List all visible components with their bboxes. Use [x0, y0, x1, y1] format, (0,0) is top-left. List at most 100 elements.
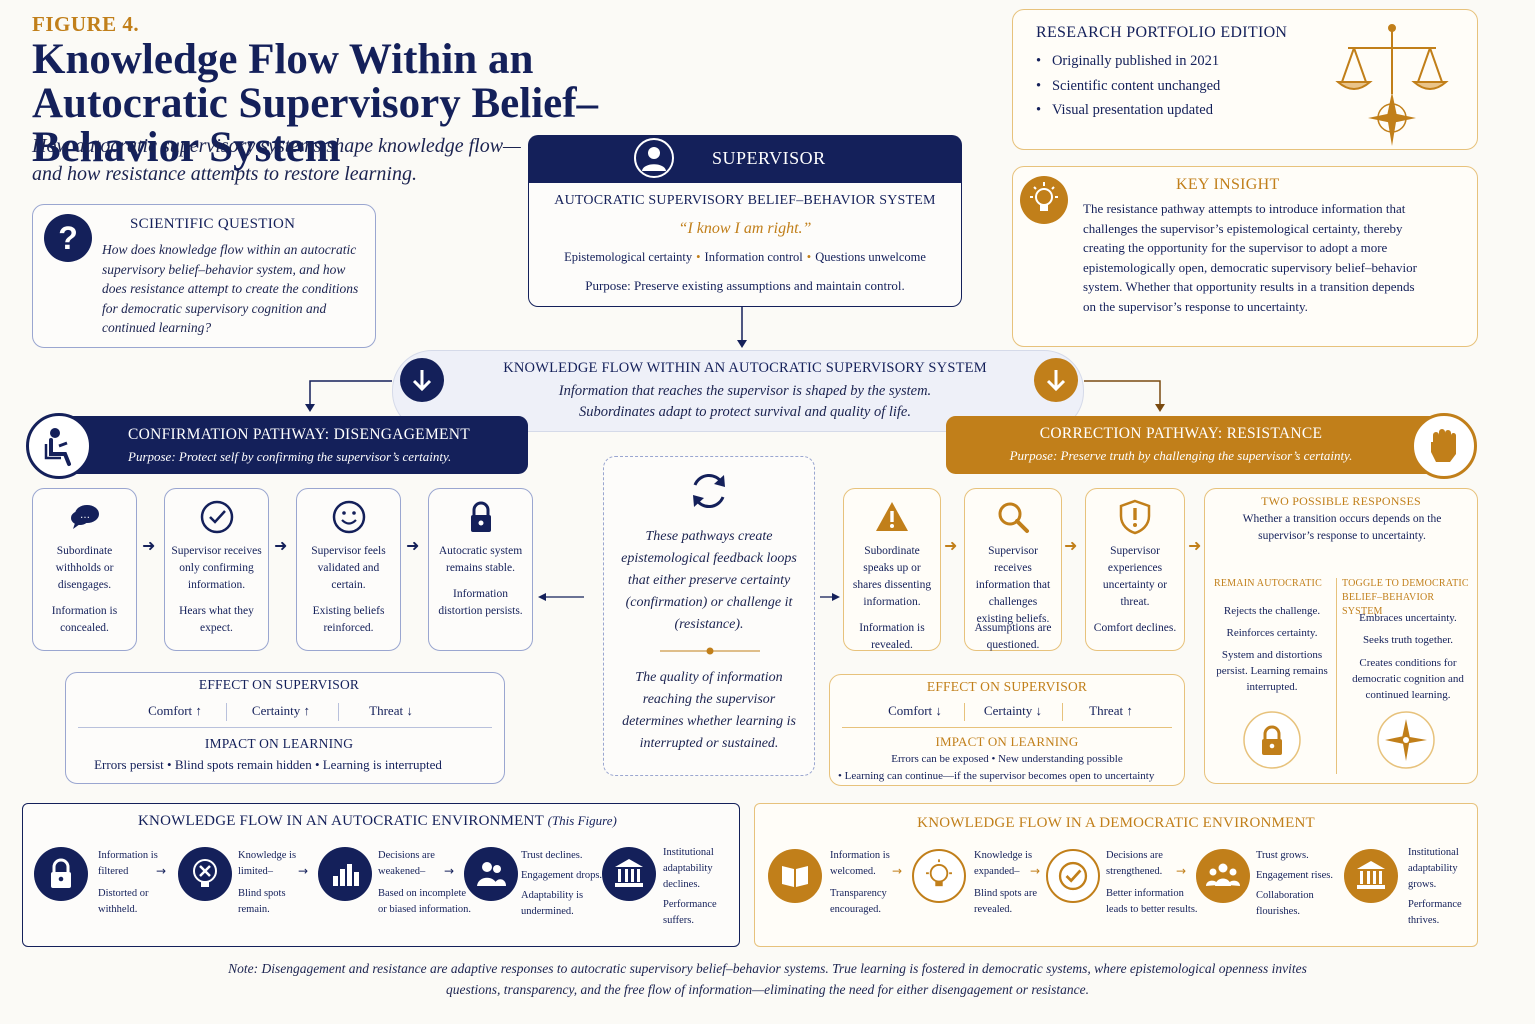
resistance-step: Subordinate speaks up or shares dissenti…	[843, 488, 941, 651]
env-item: Information is welcomed.Transparency enc…	[830, 850, 890, 915]
effect-title: EFFECT ON SUPERVISOR	[926, 679, 1088, 694]
confirmation-title: CONFIRMATION PATHWAY: DISENGAGEMENT	[128, 426, 471, 443]
learning-title: IMPACT ON LEARNING	[935, 734, 1079, 749]
resistance-effect-card: EFFECT ON SUPERVISOR Comfort ↓ Certainty…	[829, 674, 1185, 786]
env-item: Institutional adaptability grows.Perform…	[1408, 847, 1462, 926]
effect-comfort: Comfort ↓	[888, 703, 942, 718]
seated-person-icon	[26, 413, 92, 479]
key-insight-title: KEY INSIGHT	[1176, 176, 1280, 193]
step-subtext: Comfort declines.	[1093, 622, 1177, 634]
arrow-down-icon	[400, 358, 444, 402]
step-text: Subordinate speaks up or shares dissenti…	[852, 545, 932, 608]
portfolio-item: • Originally published in 2021	[1036, 53, 1220, 69]
ornament-divider	[660, 647, 760, 655]
democratic-env-title: KNOWLEDGE FLOW IN A DEMOCRATIC ENVIRONME…	[917, 815, 1315, 831]
feedback-loop-card	[603, 456, 815, 776]
env-item: Decisions are strengthened.Better inform…	[1106, 850, 1198, 915]
flow-arrow: ➜	[406, 536, 420, 555]
figure-label: FIGURE 4.	[32, 12, 140, 36]
person-icon	[634, 138, 674, 178]
step-subtext: Information is revealed.	[859, 622, 925, 651]
confirmation-effect-card: EFFECT ON SUPERVISOR Comfort ↑ Certainty…	[65, 672, 505, 784]
effect-title: EFFECT ON SUPERVISOR	[198, 677, 360, 692]
speech-bubble-icon: …	[70, 505, 99, 529]
institution-icon	[602, 847, 656, 901]
confirmation-step: Autocratic system remains stable. Inform…	[428, 488, 533, 651]
lock-icon	[1243, 711, 1301, 769]
env-item: Decisions are weakened–Based on incomple…	[378, 850, 472, 915]
divider	[964, 703, 965, 721]
raised-fist-icon	[1411, 413, 1477, 479]
resistance-step: Supervisor receives information that cha…	[964, 488, 1062, 651]
effect-threat: Threat ↑	[1089, 703, 1133, 718]
trait-item: Epistemological certainty	[564, 250, 693, 264]
response-item: Rejects the challenge.	[1223, 605, 1321, 617]
confirmation-step: Supervisor feels validated and certain. …	[296, 488, 401, 651]
learning-text: • Learning can continue—if the superviso…	[838, 770, 1155, 782]
question-mark-icon: ?	[44, 214, 92, 262]
page-title: Knowledge Flow Within an Autocratic Supe…	[32, 36, 599, 171]
smiley-icon	[332, 500, 365, 534]
step-text: Supervisor feels validated and certain.	[311, 545, 386, 591]
column-divider	[1336, 578, 1337, 774]
learning-text: Errors can be exposed • New understandin…	[891, 753, 1123, 765]
divider	[226, 703, 227, 721]
env-item: Institutional adaptability declines.Perf…	[663, 847, 717, 926]
divider	[78, 727, 492, 728]
toggle-democratic-title: TOGGLE TO DEMOCRATIC BELIEF–BEHAVIOR SYS…	[1342, 578, 1469, 617]
divider	[1062, 703, 1063, 721]
effect-threat: Threat ↓	[369, 703, 413, 718]
lock-icon	[470, 501, 491, 532]
research-portfolio-title: RESEARCH PORTFOLIO EDITION	[1036, 24, 1288, 41]
information-quality-text: The quality of information reaching the …	[622, 670, 796, 751]
response-item: Creates conditions for democratic cognit…	[1352, 657, 1464, 701]
lightbulb-x-icon	[178, 847, 232, 901]
effect-certainty: Certainty ↑	[251, 703, 311, 718]
supervisor-label: SUPERVISOR	[712, 148, 826, 168]
flow-arrow: ➜	[142, 536, 156, 555]
lightbulb-icon	[1020, 176, 1068, 224]
flow-arrow: ➜	[1064, 536, 1078, 555]
effect-comfort: Comfort ↑	[148, 703, 202, 718]
two-responses-title: TWO POSSIBLE RESPONSES	[1261, 494, 1421, 508]
learning-title: IMPACT ON LEARNING	[204, 736, 354, 751]
resistance-banner	[946, 416, 1476, 474]
step-text: Supervisor receives only confirming info…	[171, 545, 262, 591]
step-subtext: Information is concealed.	[51, 605, 118, 634]
flow-arrow: →	[298, 864, 309, 878]
step-subtext: Information distortion persists.	[438, 588, 523, 617]
supervisor-traits: Epistemological certainty•Information co…	[564, 250, 926, 264]
lightbulb-icon	[912, 849, 966, 903]
figure-note: Note: Disengagement and resistance are a…	[228, 961, 1307, 997]
supervisor-body	[528, 183, 962, 307]
confirmation-banner	[28, 416, 528, 474]
compass-star-icon	[1377, 711, 1435, 769]
flow-arrow: →	[892, 864, 903, 878]
research-portfolio-card	[1012, 9, 1478, 150]
two-responses-desc: Whether a transition occurs depends on t…	[1242, 513, 1442, 542]
flow-arrow: →	[444, 864, 455, 878]
bar-chart-icon	[318, 847, 372, 901]
scales-compass-icon	[1335, 24, 1449, 146]
people-icon	[464, 847, 518, 901]
scientific-question-title: SCIENTIFIC QUESTION	[130, 216, 296, 232]
env-item: Trust declines.Engagement drops.Adaptabi…	[521, 850, 603, 917]
warning-icon	[876, 502, 908, 531]
resistance-purpose: Purpose: Preserve truth by challenging t…	[1009, 448, 1353, 463]
portfolio-item: • Visual presentation updated	[1036, 102, 1213, 118]
trait-item: Information control	[704, 250, 803, 264]
resistance-step: Supervisor experiences uncertainty or th…	[1085, 488, 1185, 651]
flow-arrow: ➜	[274, 536, 288, 555]
response-item: System and distortions persist. Learning…	[1216, 649, 1328, 693]
portfolio-item: • Scientific content unchanged	[1036, 78, 1221, 94]
knowledge-flow-title: KNOWLEDGE FLOW WITHIN AN AUTOCRATIC SUPE…	[503, 360, 987, 376]
arrow-down-icon	[1034, 358, 1078, 402]
supervisor-quote: “I know I am right.”	[678, 220, 812, 237]
response-item: Reinforces certainty.	[1226, 627, 1318, 639]
page-subtitle: How autocratic supervisory systems shape…	[32, 135, 521, 185]
supervisor-system-title: AUTOCRATIC SUPERVISORY BELIEF–BEHAVIOR S…	[554, 193, 936, 208]
response-item: Seeks truth together.	[1362, 634, 1454, 646]
remain-autocratic-title: REMAIN AUTOCRATIC	[1214, 578, 1322, 589]
magnifier-icon	[998, 502, 1029, 533]
